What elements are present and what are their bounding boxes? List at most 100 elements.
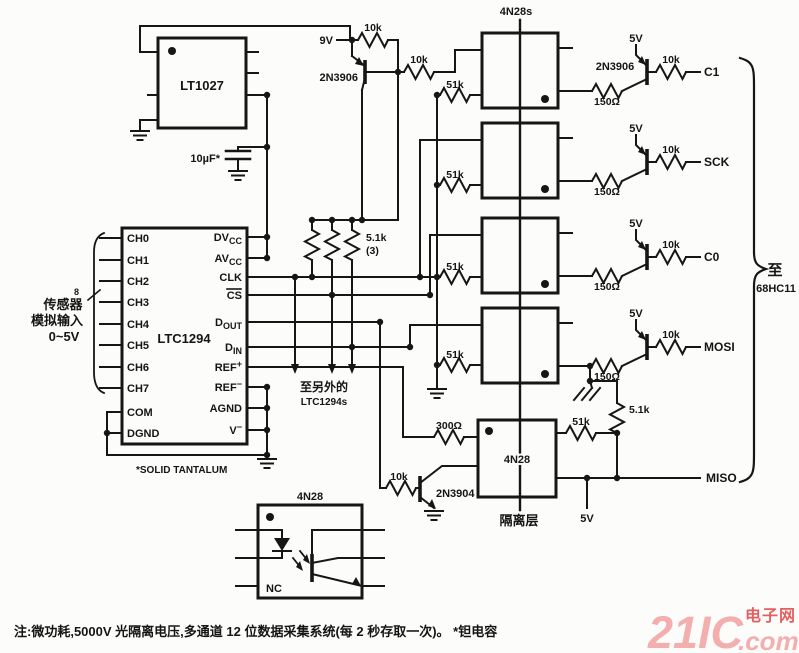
- ground-icon-rail: [427, 388, 447, 399]
- adc-left-pin-labels: CH0 CH1 CH2 CH3 CH4 CH5 CH6 CH7 COM DGND: [127, 233, 159, 440]
- pin-ch3: CH3: [127, 297, 149, 309]
- r5k1-pullup-label: 5.1k: [366, 232, 387, 244]
- transistor-2n3906-driver: [350, 54, 367, 92]
- opto1-pin-dot: [541, 95, 549, 103]
- lt1027-label: LT1027: [180, 78, 224, 93]
- q-driver-label: 2N3906: [319, 72, 358, 84]
- pin-ch5: CH5: [127, 340, 149, 352]
- transistor-2n3906-out2: [638, 146, 649, 175]
- pin-din: DIN: [225, 342, 242, 356]
- watermark-com: .com: [738, 626, 799, 653]
- opto4-pin-dot: [541, 370, 549, 378]
- wires-signal-section: [99, 139, 483, 459]
- wires-opto-column: [436, 44, 701, 389]
- r150-ch1-label: 150Ω: [594, 96, 620, 108]
- arrow-to-others-1: [291, 364, 299, 374]
- v5-label-ch2: 5V: [629, 123, 643, 135]
- q-2n3904-label: 2N3904: [436, 488, 475, 500]
- ground-icon-lt1027: [130, 130, 150, 141]
- junction-dots: [103, 36, 621, 482]
- sensor-count-label: 8: [74, 287, 79, 297]
- output-c1-label: C1: [704, 65, 720, 79]
- pin-ref-minus: REF−: [215, 379, 242, 394]
- to-other-adcs-label-2: LTC1294s: [301, 397, 348, 408]
- opto-detail-pin1-dot: [266, 513, 274, 521]
- pin-clk: CLK: [219, 272, 242, 284]
- resistor-5k1-pullup2: [324, 229, 340, 261]
- pin-ch7: CH7: [127, 383, 149, 395]
- pin-ch6: CH6: [127, 362, 149, 374]
- arrow-to-others-2: [328, 364, 336, 374]
- pin-ch1: CH1: [127, 255, 149, 267]
- ground-icon-2n3904: [424, 510, 444, 521]
- r5k1-bottom-label: 5.1k: [629, 404, 650, 416]
- resistor-10k-bottom: [385, 480, 417, 496]
- lt1027-pin1-dot: [168, 47, 176, 55]
- mcu-brace: [738, 56, 770, 484]
- r150-ch3-label: 150Ω: [594, 281, 620, 293]
- opto-detail-title: 4N28: [297, 491, 323, 503]
- pin-dgnd: DGND: [127, 428, 159, 440]
- solid-tantalum-note: *SOLID TANTALUM: [136, 465, 227, 476]
- isolation-layer-label: 隔离层: [499, 513, 538, 528]
- opto-miso-pin1-dot: [485, 427, 493, 435]
- output-miso-label: MISO: [706, 471, 737, 485]
- bus-width-slash: [86, 288, 102, 302]
- r51k-ch3-label: 51k: [446, 261, 464, 273]
- transistor-2n3906-out1: [638, 56, 649, 85]
- pin-ch4: CH4: [127, 319, 150, 331]
- opto2-pin-dot: [541, 185, 549, 193]
- supply-9v-label: 9V: [320, 35, 334, 47]
- r10k-bottom-label: 10k: [390, 471, 408, 483]
- opto-group-label: 4N28s: [500, 6, 532, 18]
- r51k-bottom-label: 51k: [572, 416, 590, 428]
- resistor-10k-out1: [655, 64, 687, 80]
- resistor-51k-bottom: [565, 425, 597, 441]
- ltc1294-ic-box: [120, 226, 249, 446]
- output-mosi-label: MOSI: [704, 340, 735, 354]
- nc-pin-label: NC: [266, 583, 282, 595]
- v5-label-ch3: 5V: [629, 218, 643, 230]
- wires-power-section: [139, 25, 483, 259]
- pin-avcc: AVCC: [215, 253, 243, 267]
- v5-label-ch4: 5V: [629, 308, 643, 320]
- phototransistor-emitter-arrow: [352, 577, 361, 586]
- pin-vminus: V−: [229, 422, 242, 437]
- watermark-cn: 电子网: [745, 606, 796, 625]
- opto-miso-label: 4N28: [504, 454, 530, 466]
- transistor-2n3906-out4: [638, 331, 649, 360]
- resistor-10k-out3: [655, 249, 687, 265]
- resistor-10k-out4: [655, 339, 687, 355]
- resistor-10k-out2: [655, 154, 687, 170]
- wires-bottom-section: [235, 321, 701, 588]
- optocoupler-box-miso: [476, 418, 558, 499]
- opto3-pin-dot: [541, 280, 549, 288]
- r10k-out1-label: 10k: [662, 54, 680, 66]
- r150-ch4-label: 150Ω: [594, 371, 620, 383]
- ground-icon-adc: [257, 458, 277, 469]
- pin-cs: CS: [227, 290, 242, 302]
- lt1027-ic-box: [156, 36, 248, 130]
- r5k1-qty-label: (3): [366, 245, 379, 257]
- pin-ch2: CH2: [127, 276, 149, 288]
- transistor-2n3906-out3: [638, 241, 649, 270]
- led-diode-icon: [274, 538, 290, 551]
- r10k-top1-label: 10k: [364, 22, 382, 34]
- r10k-out2-label: 10k: [662, 144, 680, 156]
- watermark: 21IC 电子网 .com: [647, 606, 799, 653]
- sensor-label-2: 模拟输入: [31, 313, 83, 328]
- sensor-input-brace: [93, 231, 106, 395]
- r51k-ch4-label: 51k: [446, 349, 464, 361]
- capacitor-10uf: [224, 149, 252, 161]
- resistor-10k-top2: [403, 64, 435, 80]
- r10k-out4-label: 10k: [662, 329, 680, 341]
- r51k-ch1-label: 51k: [446, 79, 464, 91]
- r51k-ch2-label: 51k: [446, 169, 464, 181]
- watermark-21ic: 21IC: [647, 607, 745, 653]
- r10k-out3-label: 10k: [662, 239, 680, 251]
- pin-ref-plus: REF+: [215, 359, 242, 374]
- sensor-label-1: 传感器: [42, 297, 83, 312]
- light-arrowhead-2: [303, 554, 310, 564]
